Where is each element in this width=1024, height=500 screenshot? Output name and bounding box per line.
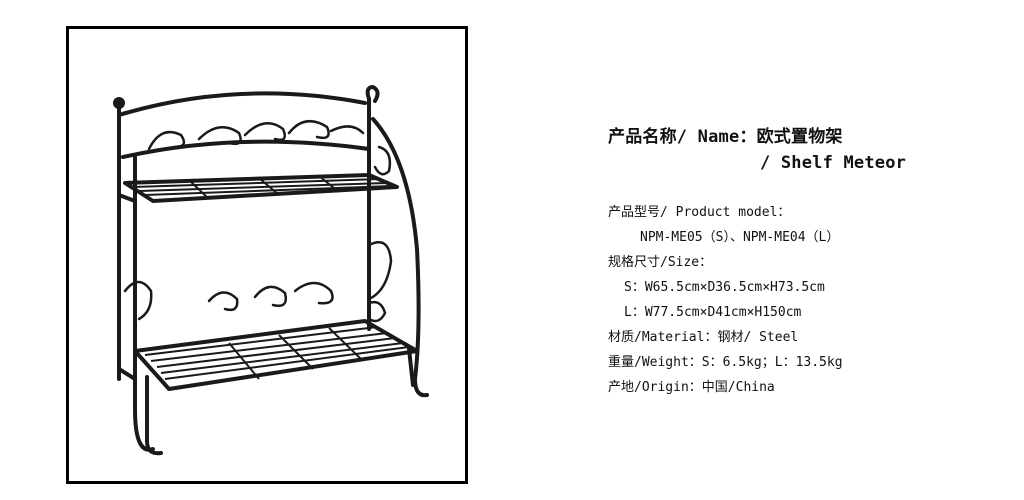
product-name-subtitle: / Shelf Meteor xyxy=(760,153,907,173)
origin-row: 产地/Origin：中国/China xyxy=(608,380,775,395)
size-small: S：W65.5cm×D36.5cm×H73.5cm xyxy=(624,280,825,295)
product-photo-frame xyxy=(66,26,468,484)
model-label: 产品型号/ Product model： xyxy=(608,205,791,220)
spec-list: 产品型号/ Product model： NPM-ME05（S）、NPM-ME0… xyxy=(608,200,1008,400)
model-value: NPM-ME05（S）、NPM-ME04（L） xyxy=(640,230,840,245)
product-name-title: 产品名称/ Name：欧式置物架 xyxy=(608,127,843,147)
weight-row: 重量/Weight：S：6.5kg；L：13.5kg xyxy=(608,355,843,370)
size-label: 规格尺寸/Size： xyxy=(608,255,713,270)
spec-panel: 产品名称/ Name：欧式置物架 / Shelf Meteor 产品型号/ Pr… xyxy=(608,124,1008,400)
shelf-illustration xyxy=(113,85,429,456)
material-row: 材质/Material：钢材/ Steel xyxy=(608,330,799,345)
size-large: L：W77.5cm×D41cm×H150cm xyxy=(624,305,802,320)
